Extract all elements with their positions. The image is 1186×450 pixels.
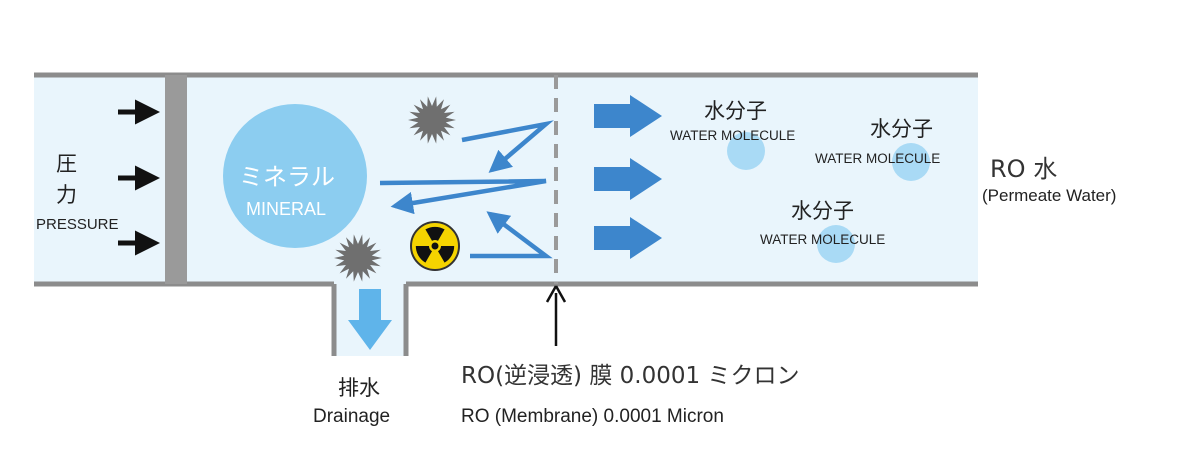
- membrane-label-jp: RO(逆浸透) 膜 0.0001 ミクロン: [461, 363, 800, 389]
- ro-water-label-en: (Permeate Water): [982, 186, 1117, 205]
- contaminant-icon: [334, 234, 382, 282]
- water-molecule: [817, 225, 855, 263]
- molecule-label-jp: 水分子: [704, 99, 767, 123]
- water-molecule: [727, 132, 765, 170]
- drain-label-jp: 排水: [338, 376, 380, 400]
- rejected-flow-arrows: [379, 120, 554, 259]
- molecule-label-jp: 水分子: [870, 117, 933, 141]
- pressure-label-jp-1: 圧: [56, 152, 77, 176]
- pressure-label-jp-2: 力: [56, 183, 77, 207]
- flow-arrow-icon: [594, 95, 662, 137]
- water-molecule: [892, 143, 930, 181]
- pressure-piston: [165, 75, 187, 284]
- permeate-arrows: [594, 95, 662, 259]
- molecule-label-en: WATER MOLECULE: [815, 151, 941, 166]
- flow-arrow-icon: [379, 178, 547, 215]
- flow-arrow-icon: [594, 158, 662, 200]
- molecule-label-jp: 水分子: [791, 199, 854, 223]
- molecule-label-en: WATER MOLECULE: [760, 232, 886, 247]
- flow-arrow-icon: [470, 211, 553, 259]
- drain-arrow-icon: [348, 289, 392, 350]
- pressure-arrows: [118, 99, 160, 256]
- pipe-walls: [34, 72, 978, 356]
- drain-label-en: Drainage: [313, 406, 391, 427]
- membrane-label-en: RO (Membrane) 0.0001 Micron: [461, 406, 724, 427]
- contaminant-icon: [408, 96, 456, 144]
- flow-arrow-icon: [594, 217, 662, 259]
- mineral-label-en: MINERAL: [246, 199, 327, 219]
- mineral-particle: [223, 104, 367, 248]
- ro-water-label-jp: RO 水: [990, 155, 1058, 183]
- flow-arrow-icon: [461, 120, 554, 173]
- radiation-icon: [410, 221, 460, 271]
- molecule-label-en: WATER MOLECULE: [670, 128, 796, 143]
- membrane-pointer-arrow: [545, 285, 567, 346]
- mineral-label-jp: ミネラル: [239, 163, 335, 191]
- pressure-label-en: PRESSURE: [36, 216, 119, 233]
